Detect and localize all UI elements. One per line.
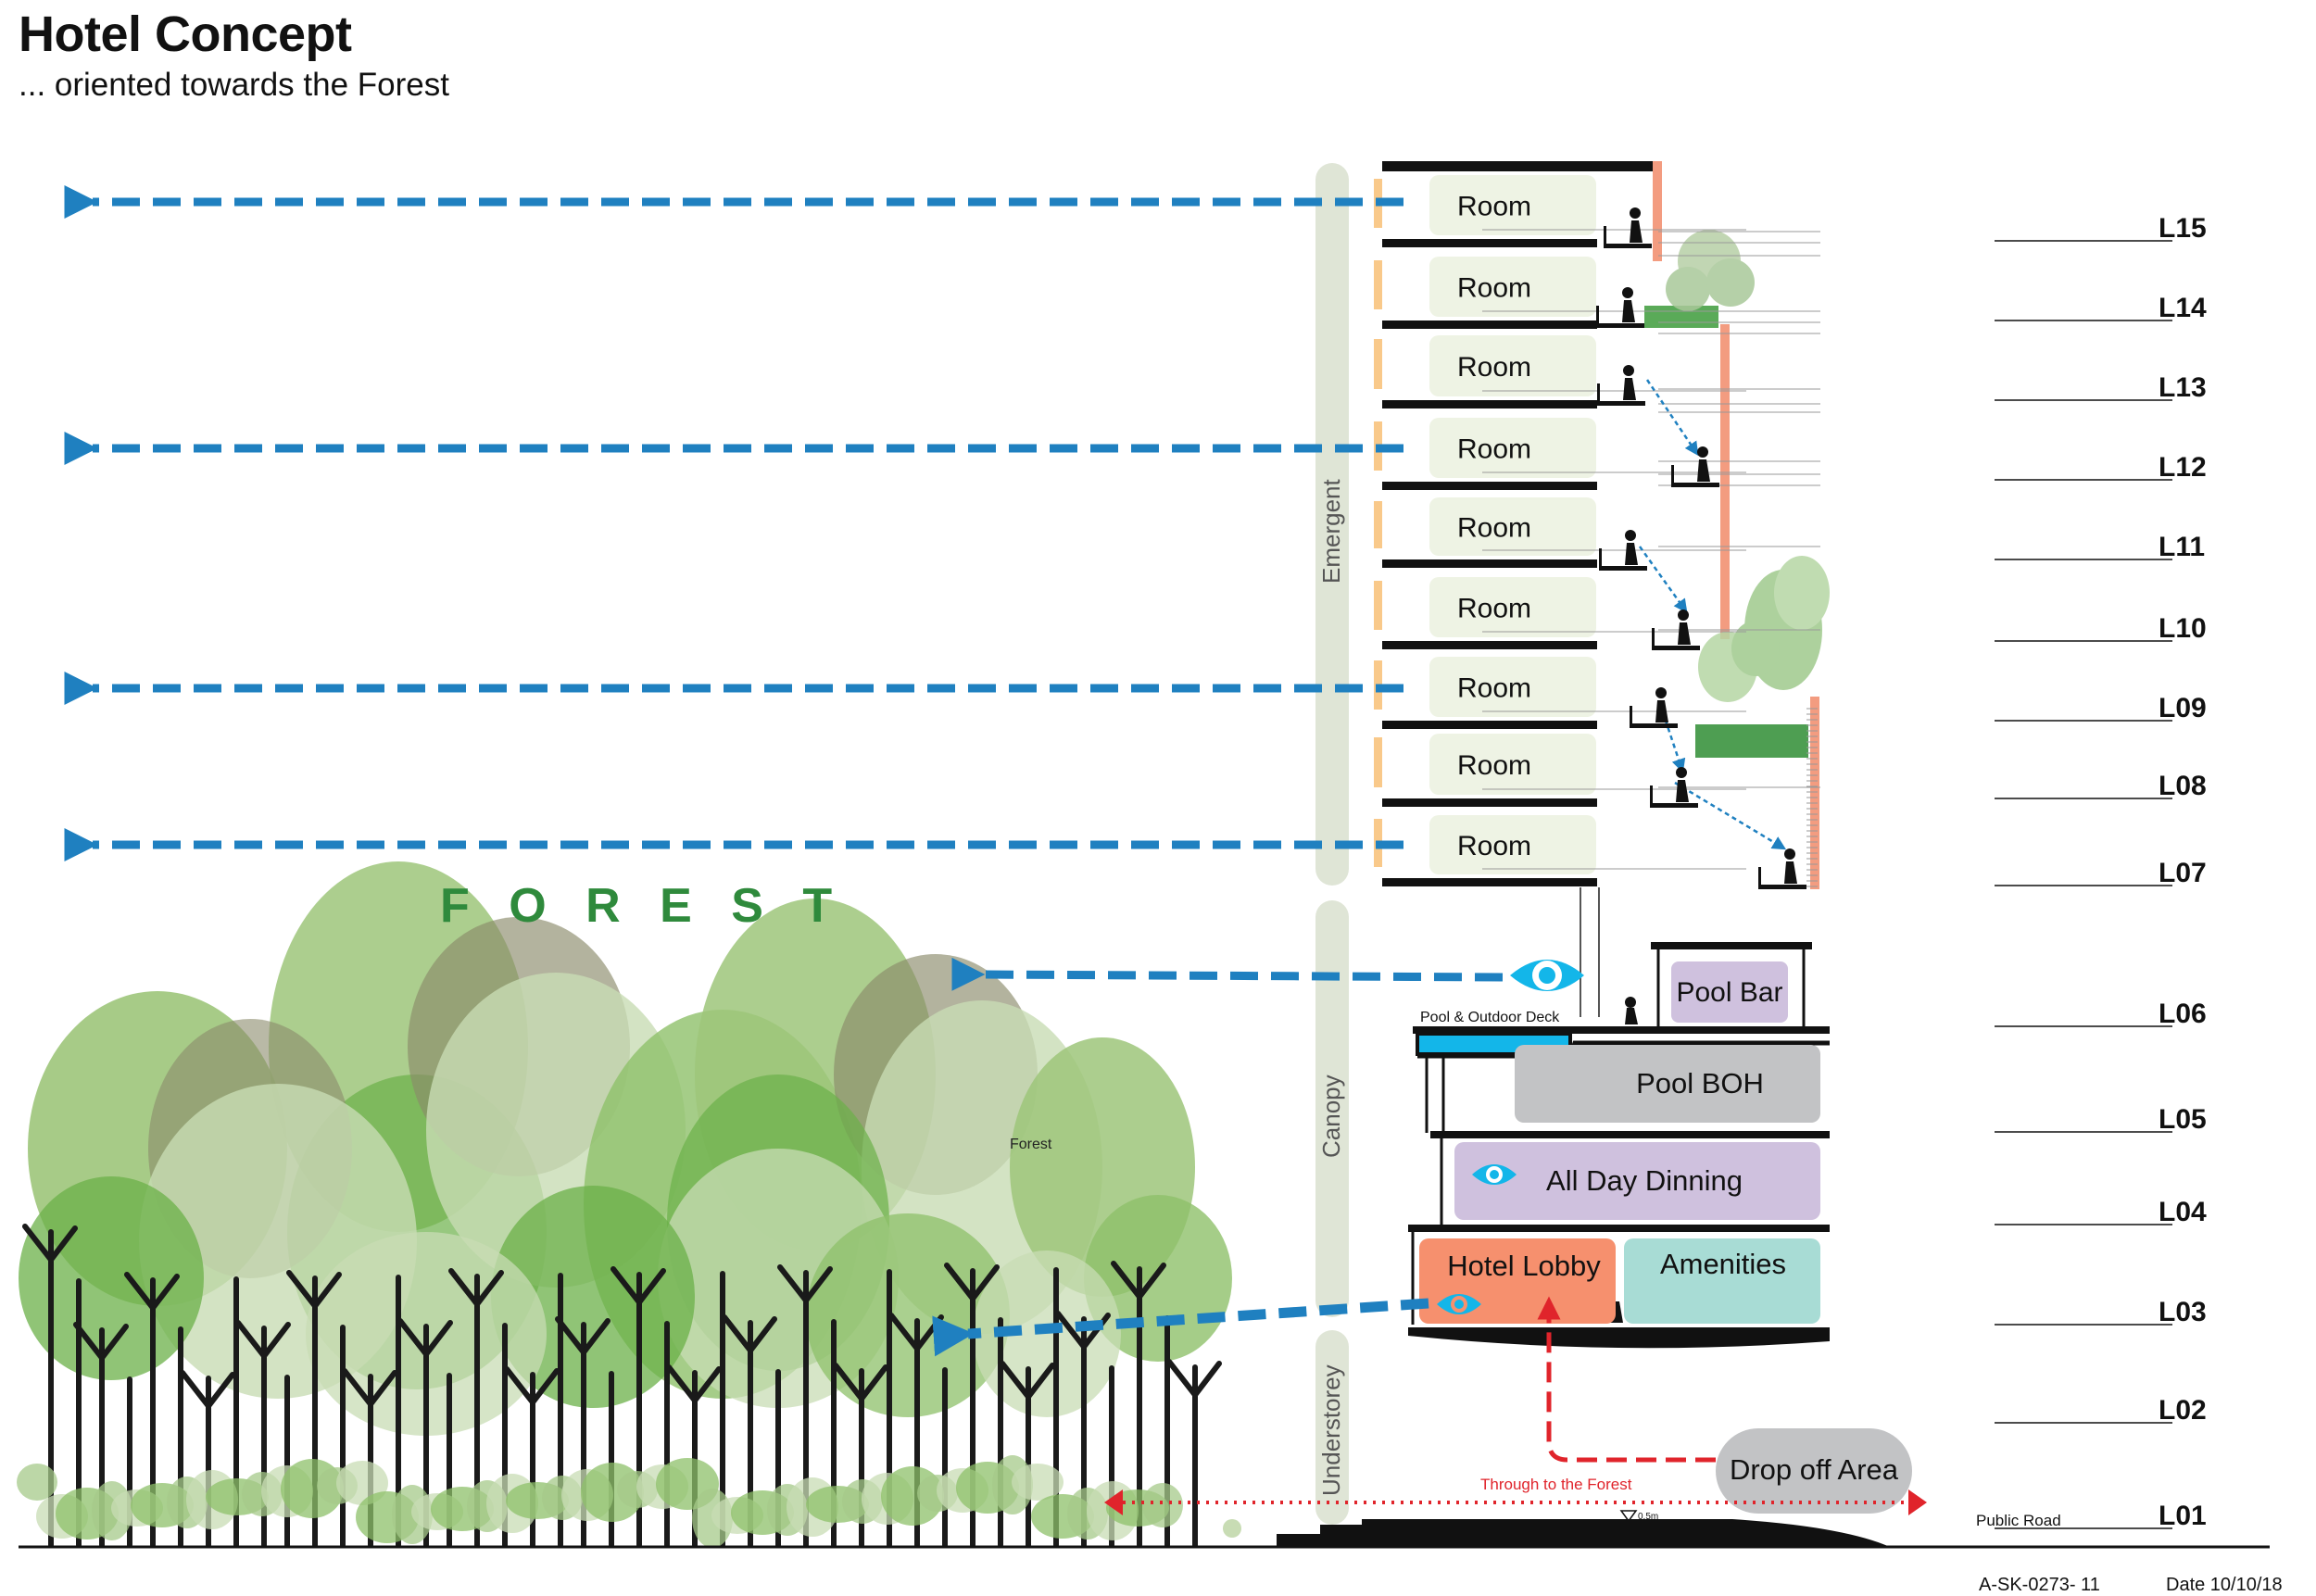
zone-bar-canopy <box>1315 900 1349 1317</box>
zone-bar-understorey <box>1315 1330 1349 1525</box>
ground-mound <box>1277 1519 1890 1547</box>
pool-boh-label: Pool BOH <box>1636 1067 1764 1100</box>
room-unit: Room <box>1429 815 1596 874</box>
level-label: L04 <box>2159 1197 2207 1227</box>
level-label: L10 <box>2159 613 2207 644</box>
zone-label-understorey: Understorey <box>1317 1364 1345 1496</box>
amenities-label: Amenities <box>1660 1248 1786 1280</box>
view-arrow-l03 <box>932 1298 1429 1357</box>
level-label: L15 <box>2159 213 2207 244</box>
room-unit: Room <box>1429 257 1596 317</box>
facade-orange-top <box>1653 161 1662 261</box>
facade-orange-mid <box>1720 324 1730 639</box>
room-unit: Room <box>1429 657 1596 717</box>
room-label: Room <box>1457 352 1531 383</box>
page-title: Hotel Concept <box>19 6 352 62</box>
level-label: L09 <box>2159 693 2207 723</box>
zone-bar-emergent <box>1315 163 1349 886</box>
pool-boh-box <box>1515 1045 1820 1123</box>
room-unit: Room <box>1429 497 1596 556</box>
facade-orange-low <box>1810 697 1819 889</box>
room-label: Room <box>1457 513 1531 544</box>
eye-icon <box>1510 960 1584 991</box>
room-unit: Room <box>1429 577 1596 637</box>
page-subtitle: ... oriented towards the Forest <box>19 67 449 103</box>
pool-bar-label: Pool Bar <box>1676 977 1782 1008</box>
room-label: Room <box>1457 831 1531 861</box>
level-label: L14 <box>2159 293 2207 323</box>
level-label: L11 <box>2159 532 2205 562</box>
room-unit: Room <box>1429 175 1596 235</box>
level-label: L02 <box>2159 1395 2207 1426</box>
hotel-lobby-label: Hotel Lobby <box>1447 1250 1601 1282</box>
level-label: L07 <box>2159 858 2207 888</box>
public-road-label: Public Road <box>1976 1512 2061 1529</box>
level-label: L05 <box>2159 1104 2207 1135</box>
room-label: Room <box>1457 750 1531 781</box>
drop-off-label: Drop off Area <box>1730 1453 1899 1486</box>
hotel-podium: Pool Bar Pool & Outdoor Deck Pool BOH Al… <box>1408 942 1830 1349</box>
forest-illustration <box>17 861 1241 1548</box>
eye-icon <box>1472 1164 1517 1185</box>
zone-bars: Emergent Canopy Understorey <box>1315 163 1349 1525</box>
amenities-box <box>1624 1238 1820 1324</box>
forest-big-label: F O R E S T <box>440 879 845 933</box>
room-unit: Room <box>1429 418 1596 478</box>
pool-deck-label: Pool & Outdoor Deck <box>1420 1010 1560 1025</box>
planter-l09 <box>1695 724 1808 758</box>
dining-box <box>1454 1142 1820 1220</box>
view-arrows <box>64 185 1504 1357</box>
dining-label: All Day Dinning <box>1546 1164 1743 1197</box>
level-label: L01 <box>2159 1501 2207 1531</box>
zone-label-canopy: Canopy <box>1317 1074 1345 1158</box>
level-markers: L15L14L13L12L11L10L09L08L07L06L05L04L03L… <box>1995 213 2207 1531</box>
room-label: Room <box>1457 594 1531 624</box>
room-label: Room <box>1457 673 1531 704</box>
roof-slab <box>1382 161 1653 171</box>
level-label: L06 <box>2159 999 2207 1029</box>
room-label: Room <box>1457 192 1531 222</box>
red-access-arrow <box>1537 1296 1716 1463</box>
drawing-date: Date 10/10/18 <box>2166 1575 2283 1595</box>
view-arrow-l06 <box>951 957 1504 991</box>
drop-off-box <box>1716 1428 1912 1514</box>
room-label: Room <box>1457 273 1531 304</box>
level-label: L03 <box>2159 1297 2207 1327</box>
drawing-number: A-SK-0273- 11 <box>1979 1575 2100 1595</box>
eye-icon <box>1437 1294 1481 1314</box>
room-unit: Room <box>1429 335 1596 396</box>
through-forest-label: Through to the Forest <box>1480 1476 1632 1493</box>
level-label: L08 <box>2159 771 2207 801</box>
room-unit: Room <box>1429 734 1596 795</box>
pool-bar-box <box>1671 961 1788 1023</box>
level-label: L12 <box>2159 452 2207 483</box>
level-label: L13 <box>2159 372 2207 403</box>
level-mark: 0.5m <box>1638 1512 1658 1522</box>
room-label: Room <box>1457 434 1531 465</box>
forest-small-label: Forest <box>1010 1137 1052 1152</box>
zone-label-emergent: Emergent <box>1317 479 1345 584</box>
